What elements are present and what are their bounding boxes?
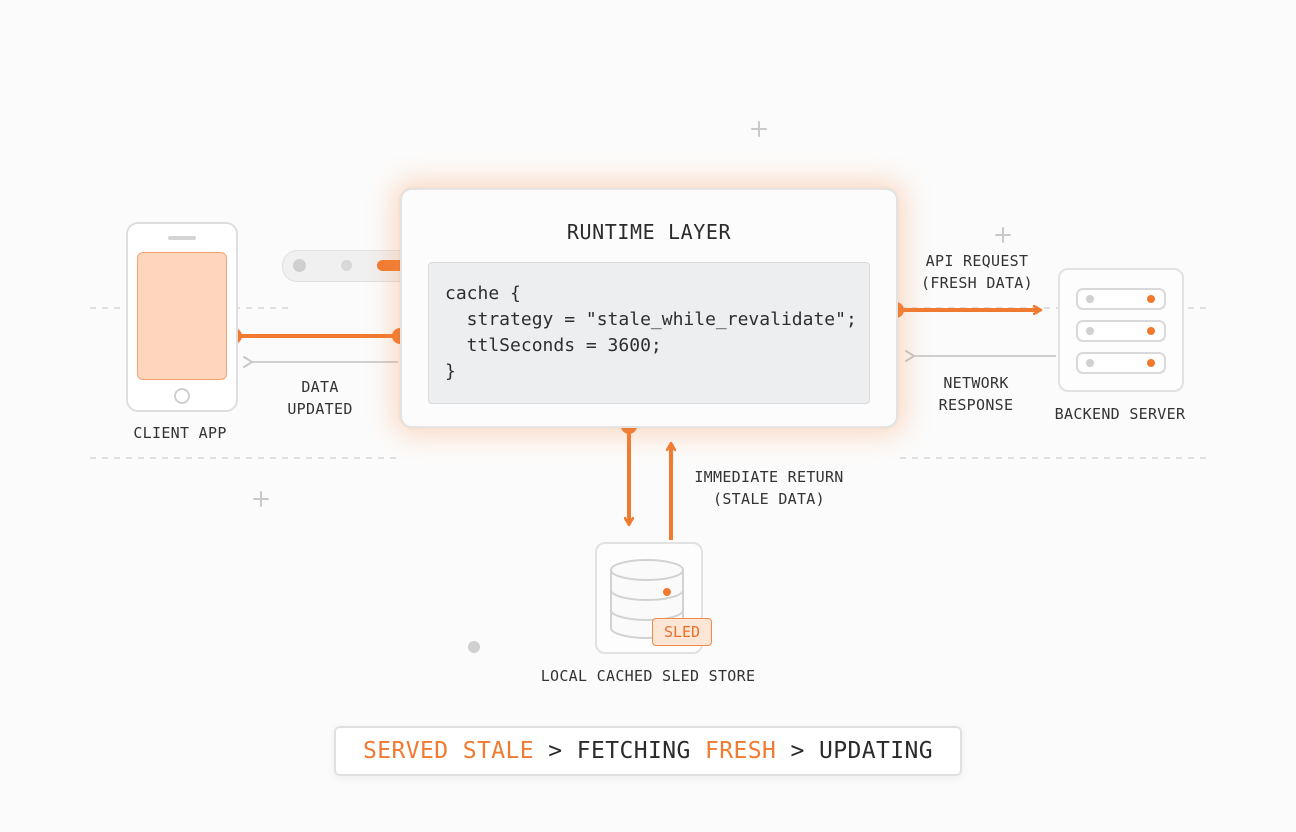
database-icon	[595, 542, 703, 654]
phone-speaker	[168, 236, 196, 240]
decor-dot	[468, 641, 480, 653]
client-app-label: CLIENT APP	[133, 424, 227, 442]
data-updated-label: DATA UPDATED	[270, 376, 370, 420]
code-line: }	[445, 361, 456, 382]
pill-dot	[293, 259, 306, 272]
runtime-title: RUNTIME LAYER	[566, 220, 732, 244]
network-response-line-2: RESPONSE	[938, 396, 1014, 414]
pill-active-segment	[377, 260, 407, 271]
data-updated-line-2: UPDATED	[287, 400, 353, 418]
code-line: ttlSeconds = 3600;	[445, 335, 662, 356]
status-served-stale: SERVED STALE	[363, 738, 534, 764]
server-icon	[1058, 268, 1184, 392]
sled-badge: SLED	[652, 618, 712, 646]
code-block: cache { strategy = "stale_while_revalida…	[428, 262, 870, 404]
pill-dot	[341, 260, 352, 271]
api-request-line-1: API REQUEST	[925, 252, 1029, 270]
progress-pill	[282, 250, 414, 282]
store-label: LOCAL CACHED SLED STORE	[540, 667, 756, 685]
status-bar: SERVED STALE > FETCHING FRESH > UPDATING	[334, 726, 962, 776]
phone-home-button	[174, 388, 190, 404]
api-request-label: API REQUEST (FRESH DATA)	[906, 250, 1048, 294]
immediate-return-line-2: (STALE DATA)	[713, 490, 825, 508]
phone-screen	[137, 252, 227, 380]
network-response-label: NETWORK RESPONSE	[920, 372, 1032, 416]
status-updating: UPDATING	[818, 738, 933, 764]
immediate-return-label: IMMEDIATE RETURN (STALE DATA)	[680, 466, 858, 510]
api-request-line-2: (FRESH DATA)	[921, 274, 1033, 292]
network-response-line-1: NETWORK	[943, 374, 1009, 392]
runtime-layer-panel: RUNTIME LAYER cache { strategy = "stale_…	[400, 188, 898, 428]
code-line: strategy = "stale_while_revalidate";	[445, 309, 857, 330]
backend-server-label: BACKEND SERVER	[1054, 405, 1186, 423]
status-separator: >	[776, 738, 819, 764]
server-rack	[1076, 288, 1166, 310]
code-line: cache {	[445, 283, 521, 304]
immediate-return-line-1: IMMEDIATE RETURN	[694, 468, 844, 486]
data-updated-line-1: DATA	[301, 378, 339, 396]
status-fetching: FETCHING	[576, 738, 705, 764]
phone-icon	[126, 222, 238, 412]
server-rack	[1076, 352, 1166, 374]
status-fresh: FRESH	[704, 738, 777, 764]
status-separator: >	[534, 738, 577, 764]
plus-icon	[253, 121, 1011, 507]
server-rack	[1076, 320, 1166, 342]
